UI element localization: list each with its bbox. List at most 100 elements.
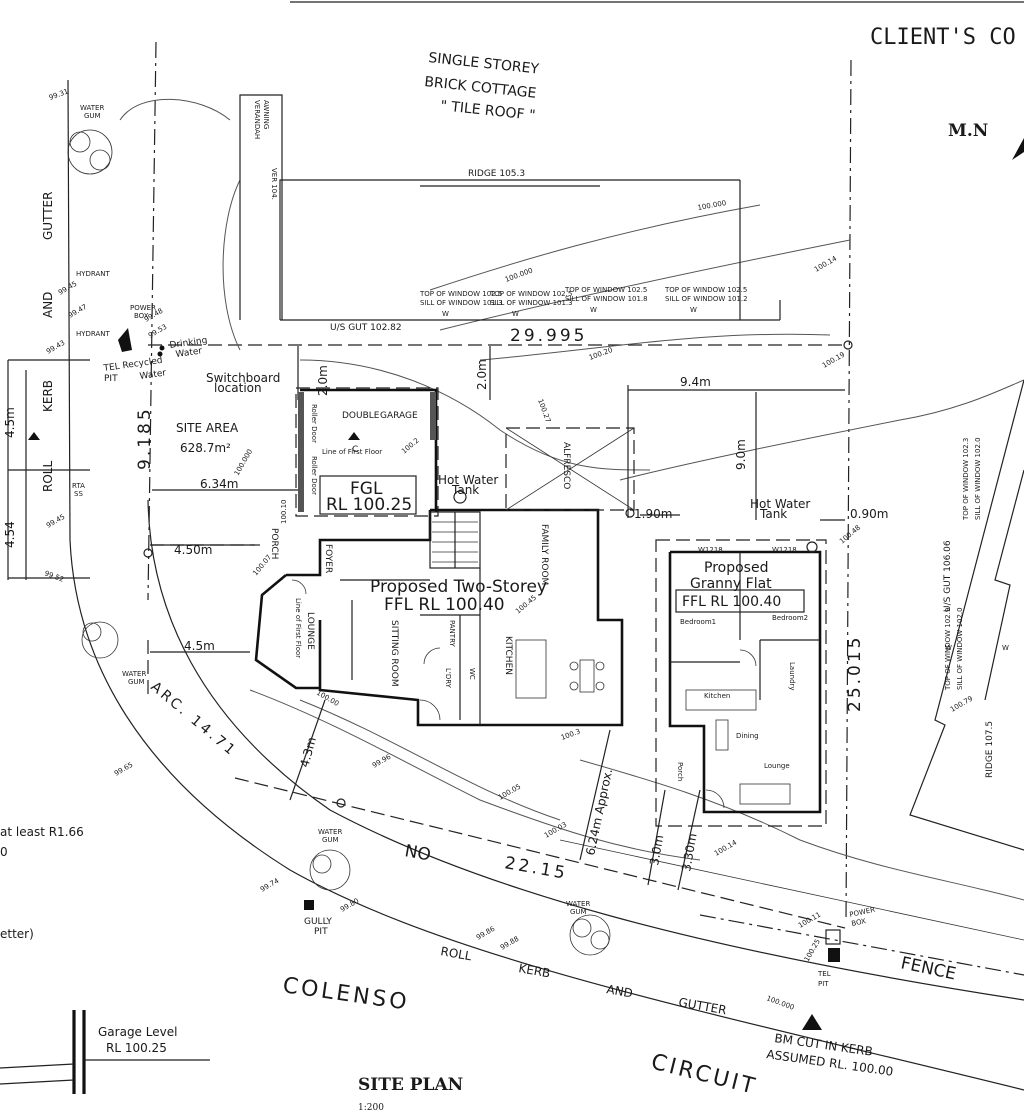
- gutter-label-left: GUTTER: [41, 192, 55, 240]
- client-heading: CLIENT'S CO: [870, 25, 1016, 50]
- section-c-garage-icon: [348, 432, 360, 440]
- level-14: 99.96: [371, 753, 393, 770]
- level-7: 99.45: [45, 513, 66, 530]
- right-us-gut: U/S GUT 106.06: [943, 540, 953, 612]
- dim-43: 4.3m: [297, 735, 318, 768]
- window-4-w: W: [690, 306, 697, 314]
- verandah-label-b: AWNING: [262, 100, 270, 129]
- survey-mark-2: [336, 798, 346, 808]
- fgl-box: [319, 475, 417, 515]
- tree-1-label-2: GUM: [84, 112, 101, 120]
- tree-1-label-1: WATER: [80, 104, 104, 112]
- level-22: 100.19: [821, 351, 846, 370]
- tel-pit-right-1: TEL: [817, 970, 831, 978]
- window-4-top: TOP OF WINDOW 102.5: [664, 286, 747, 294]
- site-bottom-dim: 22.15: [503, 853, 569, 884]
- power-box-left-2: BOX: [134, 312, 149, 320]
- level-27: 100.3: [560, 728, 582, 742]
- ldry-label: L'DRY: [444, 668, 452, 689]
- granny-line1: Proposed: [704, 560, 768, 576]
- survey-mark-4: [625, 508, 635, 518]
- dim-190: 1.90m: [634, 507, 672, 521]
- granny-laundry: Laundry: [788, 662, 796, 691]
- window-3-sill: SILL OF WINDOW 101.8: [565, 295, 648, 303]
- house-ffl: FFL RL 100.40: [384, 595, 505, 615]
- benchmark-icon: [802, 1014, 822, 1030]
- level-3: 99.47: [67, 303, 88, 320]
- right-w1: W: [945, 644, 952, 652]
- power-box-icon: [118, 328, 132, 352]
- spot-levels: 99.31 99.45 99.47 99.48 99.53 99.43 99.4…: [43, 88, 862, 1012]
- water-label: Water: [175, 346, 203, 360]
- level-1: 99.31: [48, 88, 70, 102]
- tree-4-label-2: GUM: [570, 908, 587, 916]
- verandah-level: VER 104.: [270, 168, 278, 200]
- tree-3: WATER GUM: [309, 828, 351, 891]
- right-ridge: RIDGE 107.5: [985, 721, 995, 778]
- pantry-label: PANTRY: [448, 620, 456, 647]
- contour-lines: [119, 98, 1024, 901]
- tree-3-label-1: WATER: [318, 828, 342, 836]
- level-8: 99.52: [43, 569, 65, 583]
- fence-label: FENCE: [899, 953, 958, 984]
- roll-label-left: ROLL: [41, 461, 55, 492]
- granny-line2: Granny Flat: [690, 576, 772, 592]
- dim-left-45: 4.5m: [3, 407, 17, 438]
- granny-kitchen: Kitchen: [704, 692, 730, 700]
- roll-label-bottom: ROLL: [439, 944, 472, 963]
- level-30: 100.07: [251, 553, 273, 577]
- tree-3-label-2: GUM: [322, 836, 339, 844]
- dim-450: 4.50m: [174, 543, 212, 557]
- dimension-lines: [7, 346, 845, 891]
- roller-door-2: Roller Door: [310, 456, 318, 495]
- and-label-left: AND: [41, 292, 55, 318]
- level-12: 99.86: [475, 925, 497, 942]
- title-scale: 1:200: [358, 1103, 384, 1113]
- note-1: at least R1.66: [0, 825, 84, 839]
- boundary-bottom: [234, 777, 846, 929]
- level-34: 100.25: [803, 938, 822, 963]
- garage-wall-right: [430, 392, 436, 440]
- boundary-left: [147, 41, 157, 601]
- right-win2: SILL OF WINDOW 102.0: [974, 437, 982, 520]
- granny-w2: W1218: [772, 546, 797, 554]
- hot-water-label-2: Tank: [451, 483, 479, 497]
- no-label: NO: [403, 841, 432, 865]
- arc-label: ARC. 14.71: [147, 679, 240, 760]
- proposed-house: [254, 427, 635, 727]
- granny-porch: Porch: [676, 762, 684, 781]
- dim-2m-b: 2.0m: [475, 359, 489, 390]
- legend-label: Garage Level: [98, 1025, 177, 1039]
- porch-label: PORCH: [269, 528, 279, 559]
- site-left-dim: 9.185: [135, 406, 155, 470]
- level-33: 100.000: [233, 448, 254, 477]
- fgl-label: FGL: [350, 479, 383, 499]
- window-1-sill: SILL OF WINDOW 101.3: [420, 299, 503, 307]
- garage-level-legend: Garage Level RL 100.25: [0, 1010, 210, 1094]
- granny-kitchen-bench: [685, 689, 757, 711]
- right-building-ridge: [984, 469, 1024, 701]
- tree-2-label-1: WATER: [122, 670, 146, 678]
- granny-dining: Dining: [736, 732, 759, 740]
- recycled-water-label: Water: [139, 368, 167, 382]
- drinking-water-icon: [159, 345, 165, 351]
- neighbour-us-gut: U/S GUT 102.82: [330, 323, 402, 333]
- window-4-sill: SILL OF WINDOW 101.2: [665, 295, 748, 303]
- window-1-w: W: [442, 310, 449, 318]
- switchboard-label-1: Switchboard: [206, 371, 280, 385]
- survey-mark-3: [843, 340, 853, 350]
- hydrant-label-2: HYDRANT: [76, 330, 111, 338]
- dim-94: 9.4m: [680, 375, 711, 389]
- gully-pit-label-1: GULLY: [304, 917, 332, 927]
- dim-45: 4.5m: [184, 639, 215, 653]
- title-main: SITE PLAN: [358, 1075, 463, 1095]
- gully-pit-icon: [304, 900, 314, 910]
- kitchen-island: [515, 639, 547, 699]
- garage: DOUBLE GARAGE Roller Door Roller Door Li…: [295, 387, 439, 517]
- hot-water-label-3: Hot Water: [750, 497, 810, 511]
- granny-bed2: Bedroom2: [772, 614, 808, 622]
- verandah-outline: [239, 94, 283, 320]
- site-area-value: 628.7m²: [180, 441, 231, 455]
- level-29: 100.000: [697, 199, 727, 212]
